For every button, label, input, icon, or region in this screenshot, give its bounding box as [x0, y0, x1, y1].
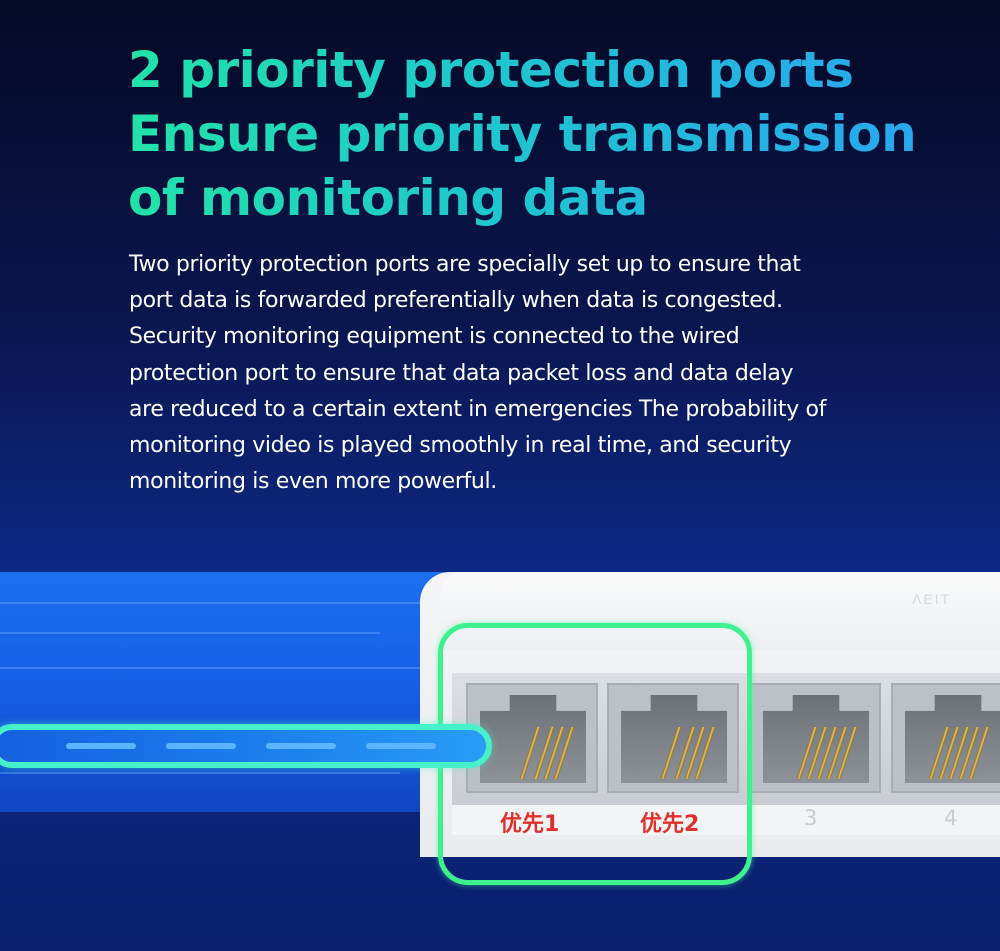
port-3-label: 3: [804, 806, 818, 830]
ethernet-port-3: [749, 683, 881, 793]
description-line: monitoring video is played smoothly in r…: [129, 433, 792, 459]
description-line: protection port to ensure that data pack…: [129, 360, 794, 386]
band-streak: [0, 667, 430, 669]
network-cable: [0, 724, 492, 768]
switch-top-surface: [440, 572, 1000, 650]
cable-dash: [366, 743, 436, 749]
description: Two priority protection ports are specia…: [129, 247, 919, 500]
ethernet-port-1: [466, 683, 598, 793]
cable-dash: [266, 743, 336, 749]
port-2-label: 优先2: [640, 812, 700, 837]
description-line: monitoring is even more powerful.: [129, 469, 497, 495]
headline-line-3: of monitoring data: [128, 166, 948, 230]
description-line: Security monitoring equipment is connect…: [129, 324, 740, 350]
port-1-label: 优先1: [500, 812, 560, 837]
description-line: Two priority protection ports are specia…: [129, 252, 801, 277]
headline-line-1: 2 priority protection ports: [128, 38, 948, 102]
cable-dash: [66, 743, 136, 749]
ethernet-port-4: [891, 683, 1000, 793]
description-line: port data is forwarded preferentially wh…: [129, 288, 783, 314]
switch-brand-mark: ΛΕΙΤ: [912, 591, 952, 607]
port-4-label: 4: [944, 806, 958, 830]
port-label-strip: [452, 805, 1000, 835]
band-streak: [0, 632, 380, 634]
headline-line-2: Ensure priority transmission: [128, 102, 948, 166]
band-streak: [0, 772, 400, 774]
cable-dash: [166, 743, 236, 749]
description-line: are reduced to a certain extent in emerg…: [129, 396, 827, 422]
band-streak: [0, 602, 420, 604]
ethernet-port-2: [607, 683, 739, 793]
headline: 2 priority protection ports Ensure prior…: [128, 38, 948, 230]
